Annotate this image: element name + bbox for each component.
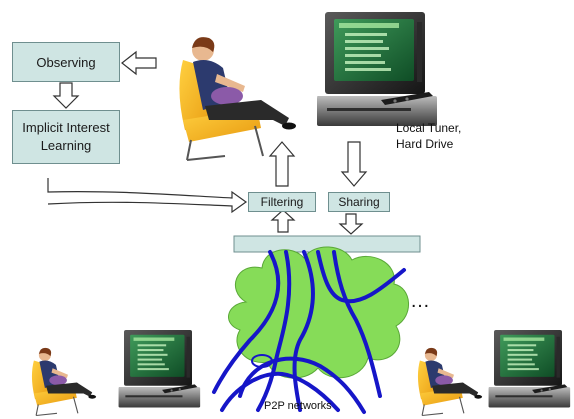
- arrow-sharing-to-bar: [338, 213, 364, 235]
- p2p-cloud: [228, 246, 409, 379]
- learning-label-line2: Learning: [40, 138, 92, 153]
- local-tuner-line1: Local Tuner,: [396, 121, 462, 135]
- observing-box: Observing: [12, 42, 120, 82]
- peer-left-tv-set: [118, 330, 201, 408]
- arrow-tv-to-sharing: [340, 141, 368, 187]
- peer-right-person: [417, 347, 483, 417]
- main-person-in-armchair: [178, 36, 297, 161]
- p2p-cables: [212, 250, 406, 414]
- local-tuner-line2: Hard Drive: [396, 137, 454, 151]
- local-tuner-label: Local Tuner, Hard Drive: [396, 120, 461, 152]
- peer-left-person: [31, 347, 97, 417]
- arrow-filtering-to-tv: [268, 141, 296, 187]
- observing-label: Observing: [36, 54, 96, 70]
- arrow-observing-to-learning: [52, 82, 80, 109]
- filtering-label: Filtering: [260, 195, 304, 209]
- cable-loop: [251, 354, 273, 368]
- ellipsis-label: …: [410, 290, 430, 312]
- peer-right-tv-set: [488, 330, 571, 408]
- learning-label-line1: Implicit Interest: [22, 120, 110, 135]
- sharing-box: Sharing: [328, 192, 390, 212]
- p2p-networks-label: P2P networks: [264, 400, 332, 412]
- arrow-person-to-observing: [121, 50, 157, 76]
- sharing-label: Sharing: [338, 195, 380, 209]
- main-tv-set: [317, 12, 437, 126]
- arrow-learning-to-filtering: [47, 178, 248, 214]
- arrow-bar-to-filtering: [270, 209, 296, 233]
- implicit-interest-learning-box: Implicit Interest Learning: [12, 110, 120, 164]
- filtering-box: Filtering: [248, 192, 316, 212]
